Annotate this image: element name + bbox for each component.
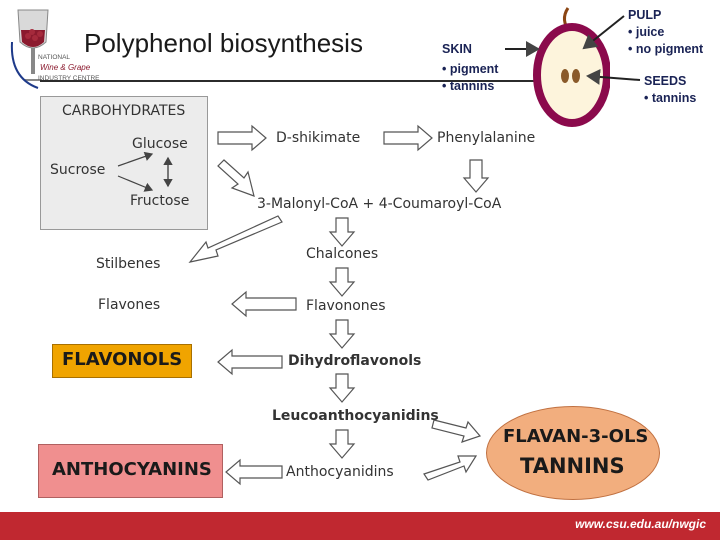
flavan-3-ols-label: FLAVAN-3-OLS bbox=[503, 426, 649, 447]
d-shikimate-label: D-shikimate bbox=[276, 130, 361, 146]
skin-label: SKIN bbox=[442, 42, 472, 56]
skin-item-tannins: • tannins bbox=[442, 79, 495, 93]
seeds-label: SEEDS bbox=[644, 74, 687, 88]
anthocyanins-box bbox=[38, 444, 223, 498]
logo-line-wine-grape: Wine & Grape bbox=[40, 63, 91, 72]
flavonones-to-flavones-arrow bbox=[231, 290, 297, 318]
leuco-to-anthocyanidins-arrow bbox=[328, 429, 356, 459]
chalcones-to-flavonones-arrow bbox=[328, 267, 356, 297]
anthocyanidins-to-tannins-arrow bbox=[423, 455, 478, 481]
carbohydrates-label: CARBOHYDRATES bbox=[62, 103, 186, 119]
flavonones-label: Flavonones bbox=[306, 298, 386, 314]
fructose-label: Fructose bbox=[130, 193, 190, 209]
flavones-label: Flavones bbox=[98, 297, 161, 313]
wine-grape-centre-logo: NATIONAL Wine & Grape INDUSTRY CENTRE bbox=[2, 2, 122, 94]
carb-to-shikimate-arrow bbox=[217, 124, 267, 152]
flavonones-to-dihydroflavonols-arrow bbox=[328, 319, 356, 349]
malonyl-to-stilbenes-arrow bbox=[188, 215, 283, 263]
glucose-label: Glucose bbox=[132, 136, 188, 152]
shikimate-to-phenylalanine-arrow bbox=[383, 124, 433, 152]
sucrose-to-glucose-arrow bbox=[117, 151, 154, 167]
dihydroflavonols-to-leuco-arrow bbox=[328, 373, 356, 403]
stilbenes-label: Stilbenes bbox=[96, 256, 161, 272]
pulp-item-no-pigment: • no pigment bbox=[628, 42, 704, 56]
pulp-item-juice: • juice bbox=[628, 25, 665, 39]
seeds-item-tannins: • tannins bbox=[644, 91, 697, 105]
pulp-label: PULP bbox=[628, 8, 662, 22]
wine-glass-icon bbox=[10, 9, 49, 89]
tannins-label: TANNINS bbox=[520, 454, 625, 478]
footer-url: www.csu.edu.au/nwgic bbox=[575, 517, 706, 531]
flavonols-box bbox=[52, 344, 192, 378]
title-underline bbox=[40, 80, 600, 82]
flavonols-label: FLAVONOLS bbox=[62, 349, 183, 370]
carb-to-malonyl-arrow bbox=[217, 159, 255, 197]
leucoanthocyanidins-label: Leucoanthocyanidins bbox=[272, 408, 439, 424]
phenylalanine-label: Phenylalanine bbox=[437, 130, 536, 146]
slide-title: Polyphenol biosynthesis bbox=[84, 28, 363, 58]
tannins-ellipse bbox=[486, 406, 660, 500]
leuco-to-tannins-arrow bbox=[431, 419, 482, 443]
logo-line-national: NATIONAL bbox=[38, 54, 71, 61]
anthocyanins-label: ANTHOCYANINS bbox=[52, 459, 212, 480]
sucrose-label: Sucrose bbox=[50, 162, 106, 178]
malonyl-coumaroyl-label: 3-Malonyl-CoA + 4-Coumaroyl-CoA bbox=[257, 196, 502, 212]
skin-item-pigment: • pigment bbox=[442, 62, 499, 76]
footer-bar bbox=[0, 512, 720, 540]
anthocyanidins-to-anthocyanins-arrow bbox=[225, 458, 283, 486]
dihydroflavonols-to-flavonols-arrow bbox=[217, 348, 283, 376]
pulp-pointer bbox=[582, 15, 625, 50]
malonyl-to-chalcones-arrow bbox=[328, 217, 356, 247]
anthocyanidins-label: Anthocyanidins bbox=[286, 464, 394, 480]
phenylalanine-down-arrow bbox=[462, 159, 490, 193]
seeds-pointer bbox=[586, 68, 641, 85]
carbohydrates-box bbox=[40, 96, 208, 230]
grape-pointer-lines bbox=[505, 15, 641, 85]
sucrose-to-fructose-arrow bbox=[117, 175, 154, 192]
dihydroflavonols-label: Dihydroflavonols bbox=[288, 353, 422, 369]
grape-cross-section-icon bbox=[533, 7, 610, 127]
chalcones-label: Chalcones bbox=[306, 246, 379, 262]
logo-line-industry: INDUSTRY CENTRE bbox=[38, 75, 100, 82]
